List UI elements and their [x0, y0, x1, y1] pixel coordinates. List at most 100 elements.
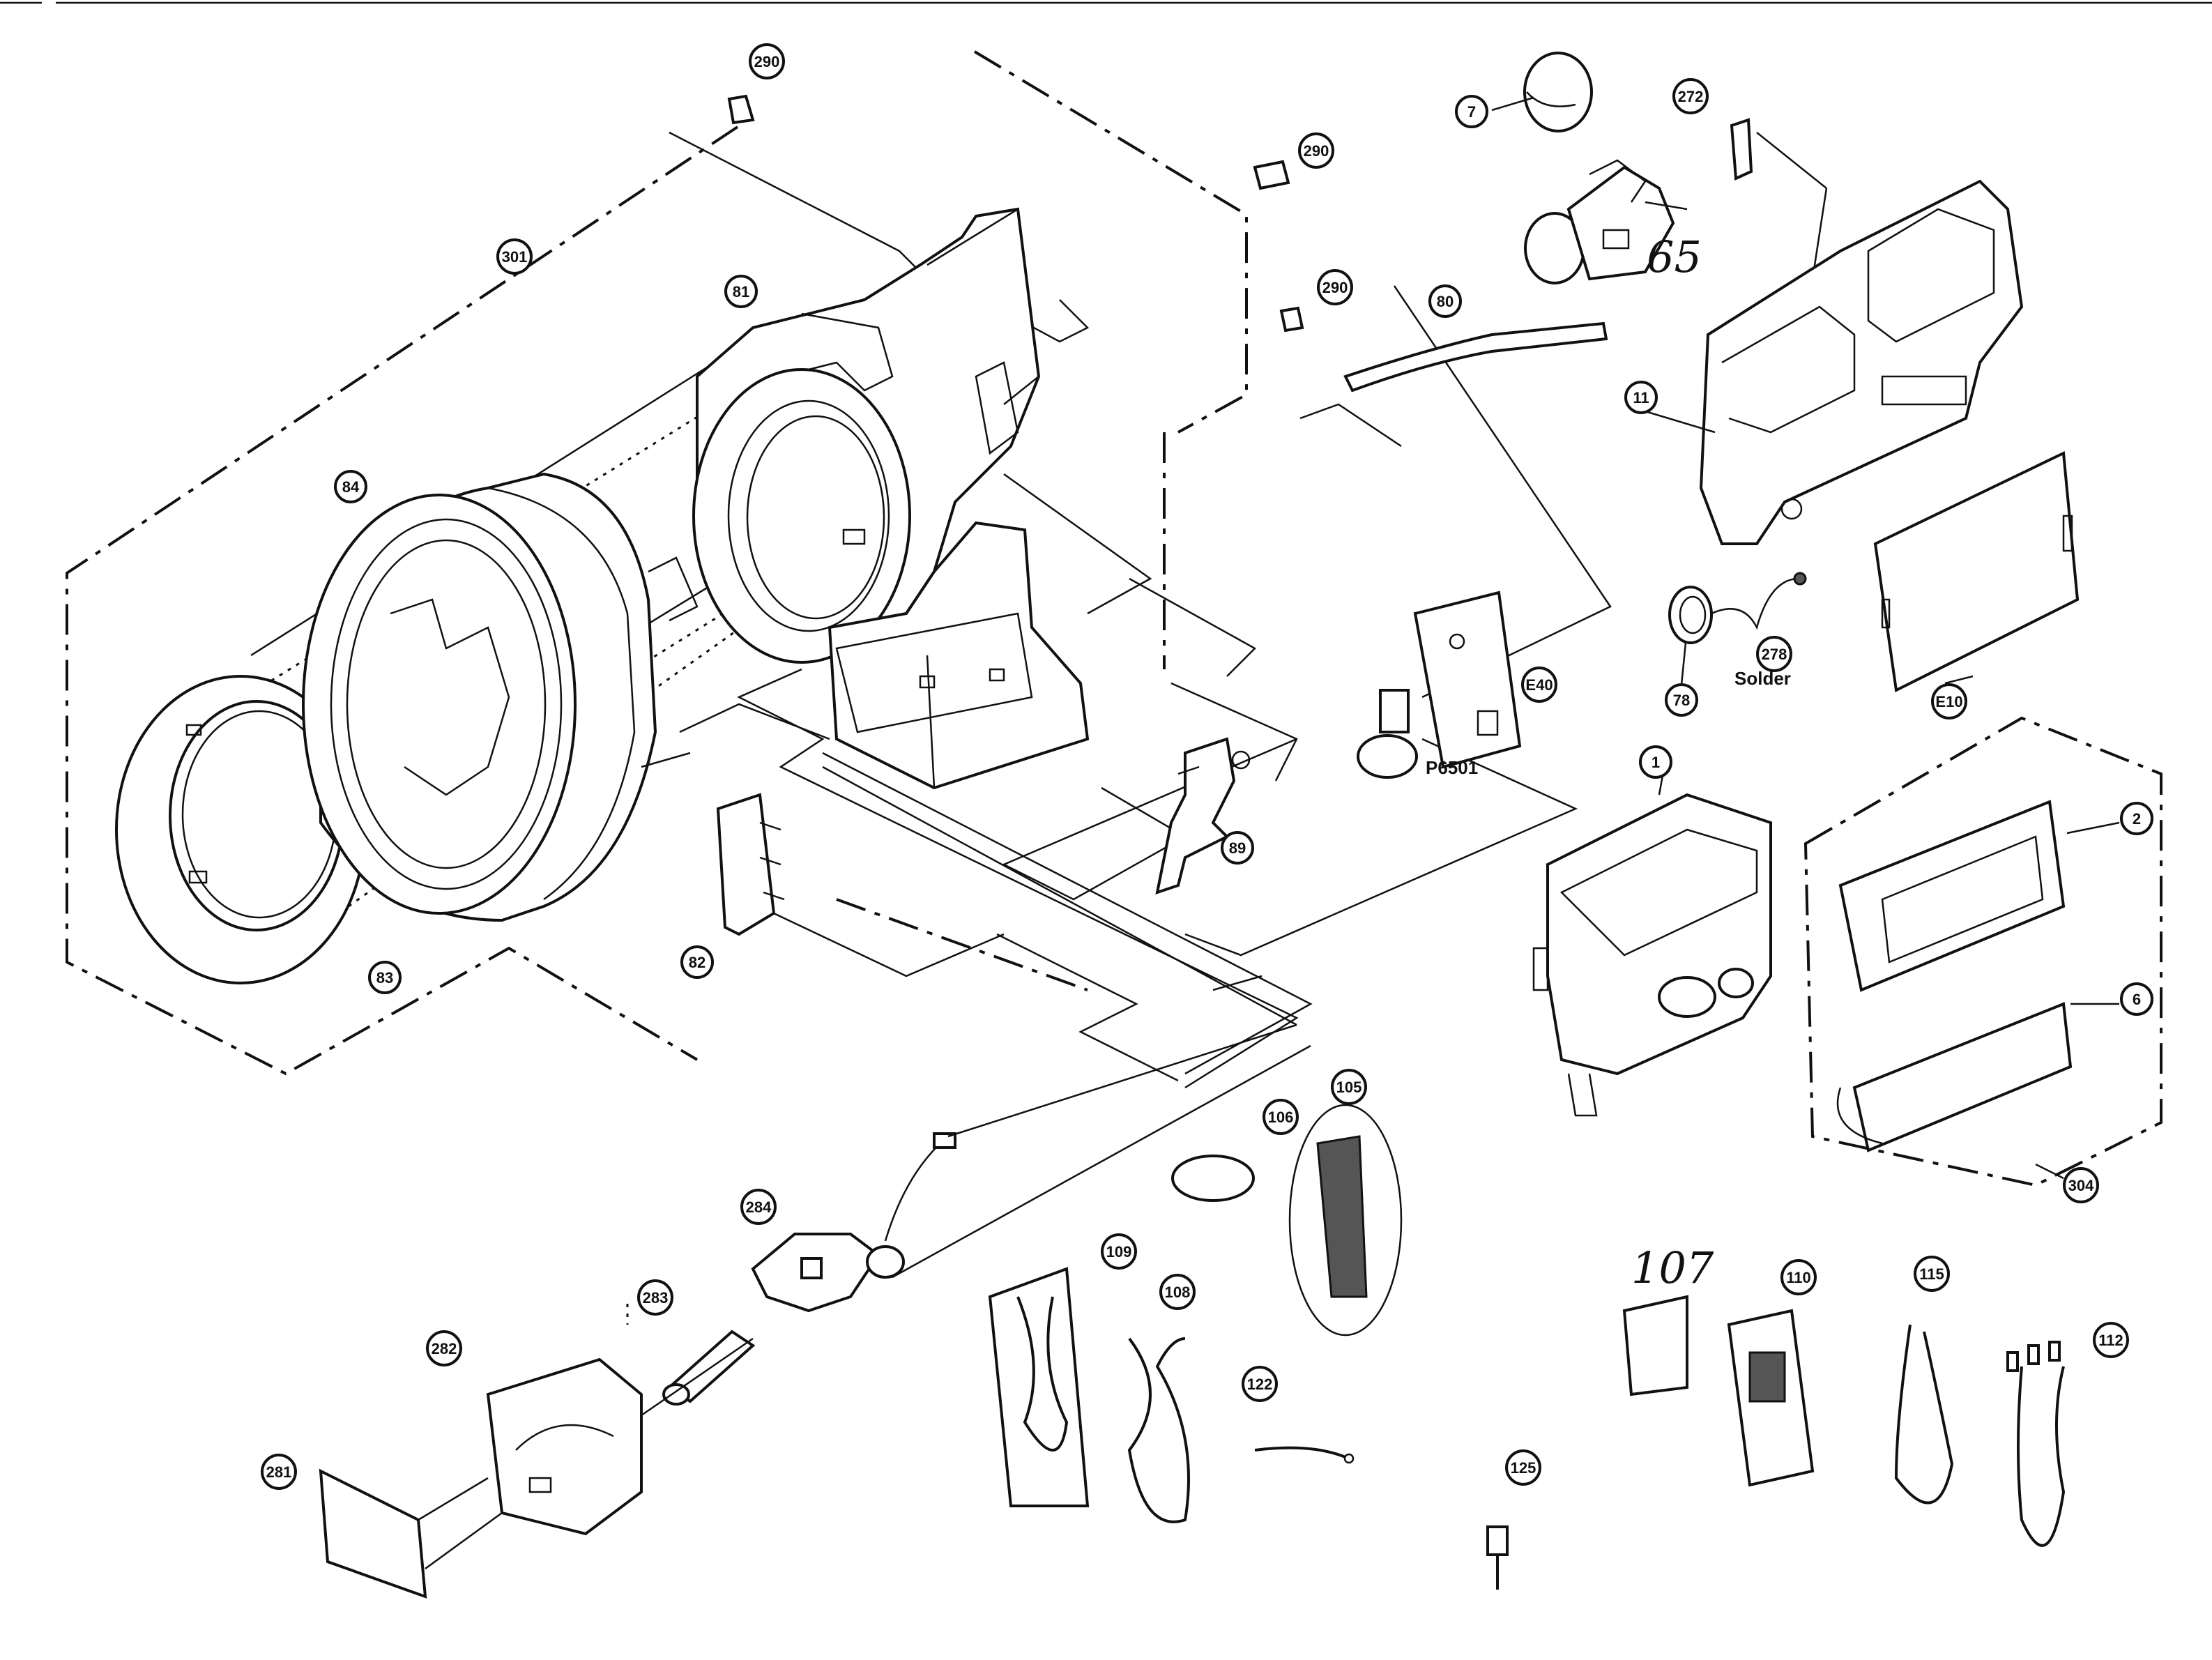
part-78-ring: [1668, 586, 1713, 685]
callout-number: 272: [1678, 88, 1704, 105]
callout-number: 283: [643, 1289, 669, 1307]
callout-circle: [1639, 745, 1672, 779]
callout-circle: [261, 1454, 297, 1490]
callout-number: 290: [754, 53, 780, 70]
callout-circle: [1263, 1099, 1299, 1135]
callout-89: 89: [1221, 831, 1254, 865]
callout-circle: [1505, 1449, 1541, 1486]
part-105-strap: [1288, 1104, 1403, 1337]
callout-circle: [1914, 1256, 1950, 1292]
part-278-wire: [1711, 572, 1807, 630]
callout-circle: [2120, 802, 2153, 835]
callout-78: 78: [1665, 683, 1698, 717]
callout-circle: [1317, 269, 1353, 305]
callout-circle: [1931, 683, 1967, 719]
part-110-charger: [1727, 1309, 1815, 1487]
callout-circle: [1624, 381, 1658, 414]
part-301-bracket: [827, 521, 1090, 790]
callout-81: 81: [724, 275, 758, 308]
part-65-camera-block: [1524, 159, 1688, 284]
callout-number: 301: [502, 248, 528, 266]
part-E40-sub-board: [1357, 591, 1522, 779]
callout-108: 108: [1159, 1274, 1196, 1310]
callout-304: 304: [2063, 1167, 2099, 1203]
part-108-cable: [1127, 1337, 1190, 1523]
part-7-lens-cap: [1491, 52, 1593, 132]
callout-272: 272: [1672, 78, 1709, 114]
callout-circle: [1521, 667, 1557, 703]
part-11-chassis-frame: [1631, 179, 2024, 545]
callout-7: 7: [1455, 95, 1488, 128]
callout-number: 304: [2068, 1177, 2094, 1194]
part-107-battery: [1622, 1295, 1688, 1396]
callout-110: 110: [1780, 1259, 1817, 1295]
callout-number: 11: [1633, 389, 1649, 406]
callout-circle: [2093, 1322, 2129, 1358]
callout-115: 115: [1914, 1256, 1950, 1292]
part-84-lens-barrel: [302, 472, 699, 922]
callout-number: 110: [1786, 1269, 1811, 1286]
handwritten-65: 65: [1647, 231, 1702, 282]
part-304-cover-group: [1803, 716, 2163, 1187]
p6501-label: P6501: [1426, 757, 1478, 778]
callout-circle: [724, 275, 758, 308]
callout-circle: [1331, 1069, 1367, 1105]
callout-circle: [1159, 1274, 1196, 1310]
callout-number: 125: [1511, 1459, 1536, 1477]
part-122-cord: [1254, 1446, 1355, 1464]
part-89-spring-plate: [1155, 737, 1251, 894]
callout-11: 11: [1624, 381, 1658, 414]
part-106-battery-coin: [1171, 1155, 1255, 1202]
callout-number: 83: [376, 969, 393, 987]
callout-circle: [1756, 636, 1792, 672]
callout-circle: [1665, 683, 1698, 717]
callout-2: 2: [2120, 802, 2153, 835]
callout-circle: [740, 1189, 777, 1225]
part-109-av-cable: [988, 1267, 1090, 1507]
callout-circle: [1298, 132, 1334, 169]
callout-number: 105: [1336, 1079, 1362, 1096]
callout-290: 290: [1317, 269, 1353, 305]
callout-82: 82: [680, 945, 714, 979]
callout-number: 6: [2133, 991, 2141, 1008]
callout-290: 290: [749, 43, 785, 79]
part-81-lens-housing: [692, 207, 1041, 664]
callout-301: 301: [496, 238, 533, 275]
callout-circle: [368, 961, 402, 994]
callout-circle: [680, 945, 714, 979]
part-125-plug: [1486, 1525, 1509, 1590]
solder-label: Solder: [1734, 668, 1791, 689]
callout-number: 2: [2133, 810, 2141, 828]
part-115-cord: [1894, 1324, 1954, 1505]
callout-278: 278: [1756, 636, 1792, 672]
callout-105: 105: [1331, 1069, 1367, 1105]
part-283-plug: [662, 1330, 756, 1406]
callout-number: 109: [1106, 1243, 1132, 1261]
callout-number: 122: [1247, 1376, 1273, 1393]
callout-106: 106: [1263, 1099, 1299, 1135]
callout-number: 290: [1322, 279, 1348, 296]
callout-283: 283: [637, 1279, 673, 1316]
callout-number: 78: [1673, 692, 1690, 709]
callout-83: 83: [368, 961, 402, 994]
callout-circle: [1242, 1366, 1278, 1402]
callout-109: 109: [1101, 1233, 1137, 1270]
callout-circle: [1221, 831, 1254, 865]
callout-number: 84: [342, 478, 360, 496]
callout-circle: [1428, 284, 1462, 318]
callout-number: 284: [746, 1198, 772, 1216]
callout-number: 281: [266, 1463, 292, 1481]
callout-112: 112: [2093, 1322, 2129, 1358]
part-1-deck-mechanism: [1532, 775, 1772, 1117]
part-83-front-ring: [115, 675, 366, 984]
callout-circle: [637, 1279, 673, 1316]
callout-84: 84: [334, 470, 367, 503]
callout-125: 125: [1505, 1449, 1541, 1486]
callout-circle: [1780, 1259, 1817, 1295]
callout-circle: [2063, 1167, 2099, 1203]
part-80-flex-cable: [1343, 321, 1608, 393]
callout-80: 80: [1428, 284, 1462, 318]
callout-circle: [496, 238, 533, 275]
